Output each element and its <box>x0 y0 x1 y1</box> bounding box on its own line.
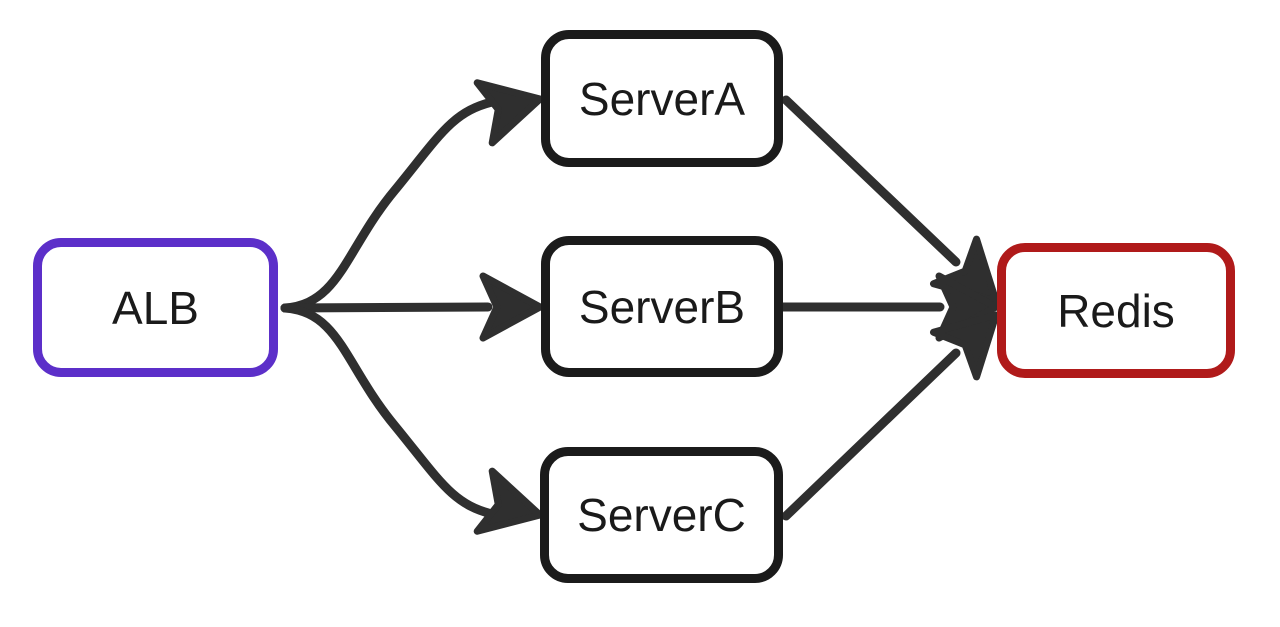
node-servera-label: ServerA <box>578 72 746 125</box>
edge-alb-to-serverc <box>280 303 497 519</box>
edge-alb-to-serverb <box>280 302 493 313</box>
node-alb-label: ALB <box>112 281 199 334</box>
arrowhead-into-redis-from-serverc <box>929 311 1000 381</box>
node-serverc: ServerC <box>540 447 783 583</box>
arrowhead-into-serverc <box>473 467 544 535</box>
arrowhead-into-serverb <box>479 272 544 342</box>
node-servera: ServerA <box>541 30 783 167</box>
edge-alb-to-servera <box>280 97 497 313</box>
arrowheads <box>473 79 1000 535</box>
edge-serverc-to-redis <box>781 348 961 521</box>
node-alb: ALB <box>33 238 278 377</box>
node-serverb: ServerB <box>541 236 783 377</box>
edge-servera-to-redis <box>781 95 961 267</box>
node-redis: Redis <box>997 243 1235 378</box>
node-serverc-label: ServerC <box>577 489 746 541</box>
node-redis-label: Redis <box>1057 284 1175 337</box>
arrowhead-into-servera <box>473 79 544 147</box>
node-serverb-label: ServerB <box>578 280 746 333</box>
